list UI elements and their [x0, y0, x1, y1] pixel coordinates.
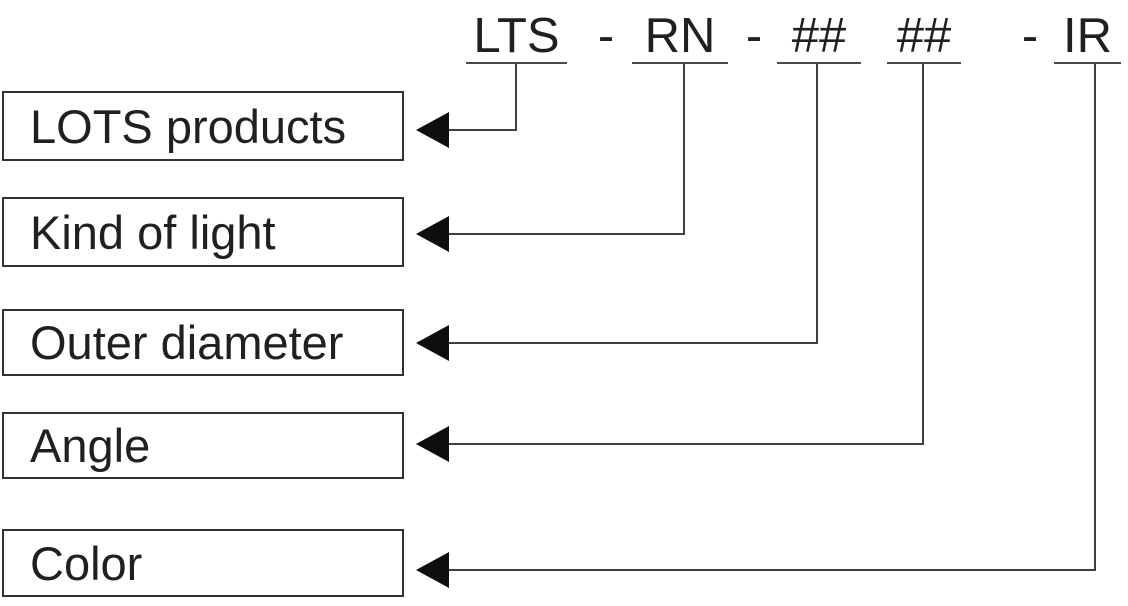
label-box-angle: Angle	[2, 412, 404, 479]
label-box-outer-diameter: Outer diameter	[2, 309, 404, 376]
code-segment-angle: ##	[887, 7, 961, 64]
connector-line	[448, 569, 1096, 571]
label-box-lots-products: LOTS products	[2, 91, 404, 161]
code-segment-kind-of-light: RN	[632, 7, 728, 64]
connector-line	[816, 64, 818, 343]
code-segment-color: IR	[1054, 7, 1121, 64]
connector-line	[683, 64, 685, 234]
label-text: Color	[30, 536, 143, 590]
label-box-kind-of-light: Kind of light	[2, 197, 404, 267]
left-arrowhead-icon	[416, 325, 449, 361]
connector-line	[922, 64, 924, 444]
connector-line	[448, 443, 924, 445]
left-arrowhead-icon	[416, 216, 449, 252]
left-arrowhead-icon	[416, 112, 449, 148]
label-box-color: Color	[2, 529, 404, 597]
label-text: Kind of light	[30, 205, 276, 259]
code-segment-lts: LTS	[466, 7, 567, 64]
left-arrowhead-icon	[416, 552, 449, 588]
label-text: Outer diameter	[30, 316, 344, 369]
connector-line	[448, 342, 818, 344]
code-separator: -	[1021, 9, 1039, 63]
code-separator: -	[597, 9, 615, 63]
connector-line	[448, 129, 517, 131]
connector-line	[1094, 64, 1096, 570]
connector-line	[448, 233, 685, 235]
label-text: LOTS products	[30, 99, 347, 153]
code-segment-outer-diameter: ##	[777, 7, 861, 64]
left-arrowhead-icon	[416, 426, 449, 462]
code-separator: -	[745, 9, 763, 63]
label-text: Angle	[30, 419, 151, 472]
connector-line	[515, 64, 517, 130]
